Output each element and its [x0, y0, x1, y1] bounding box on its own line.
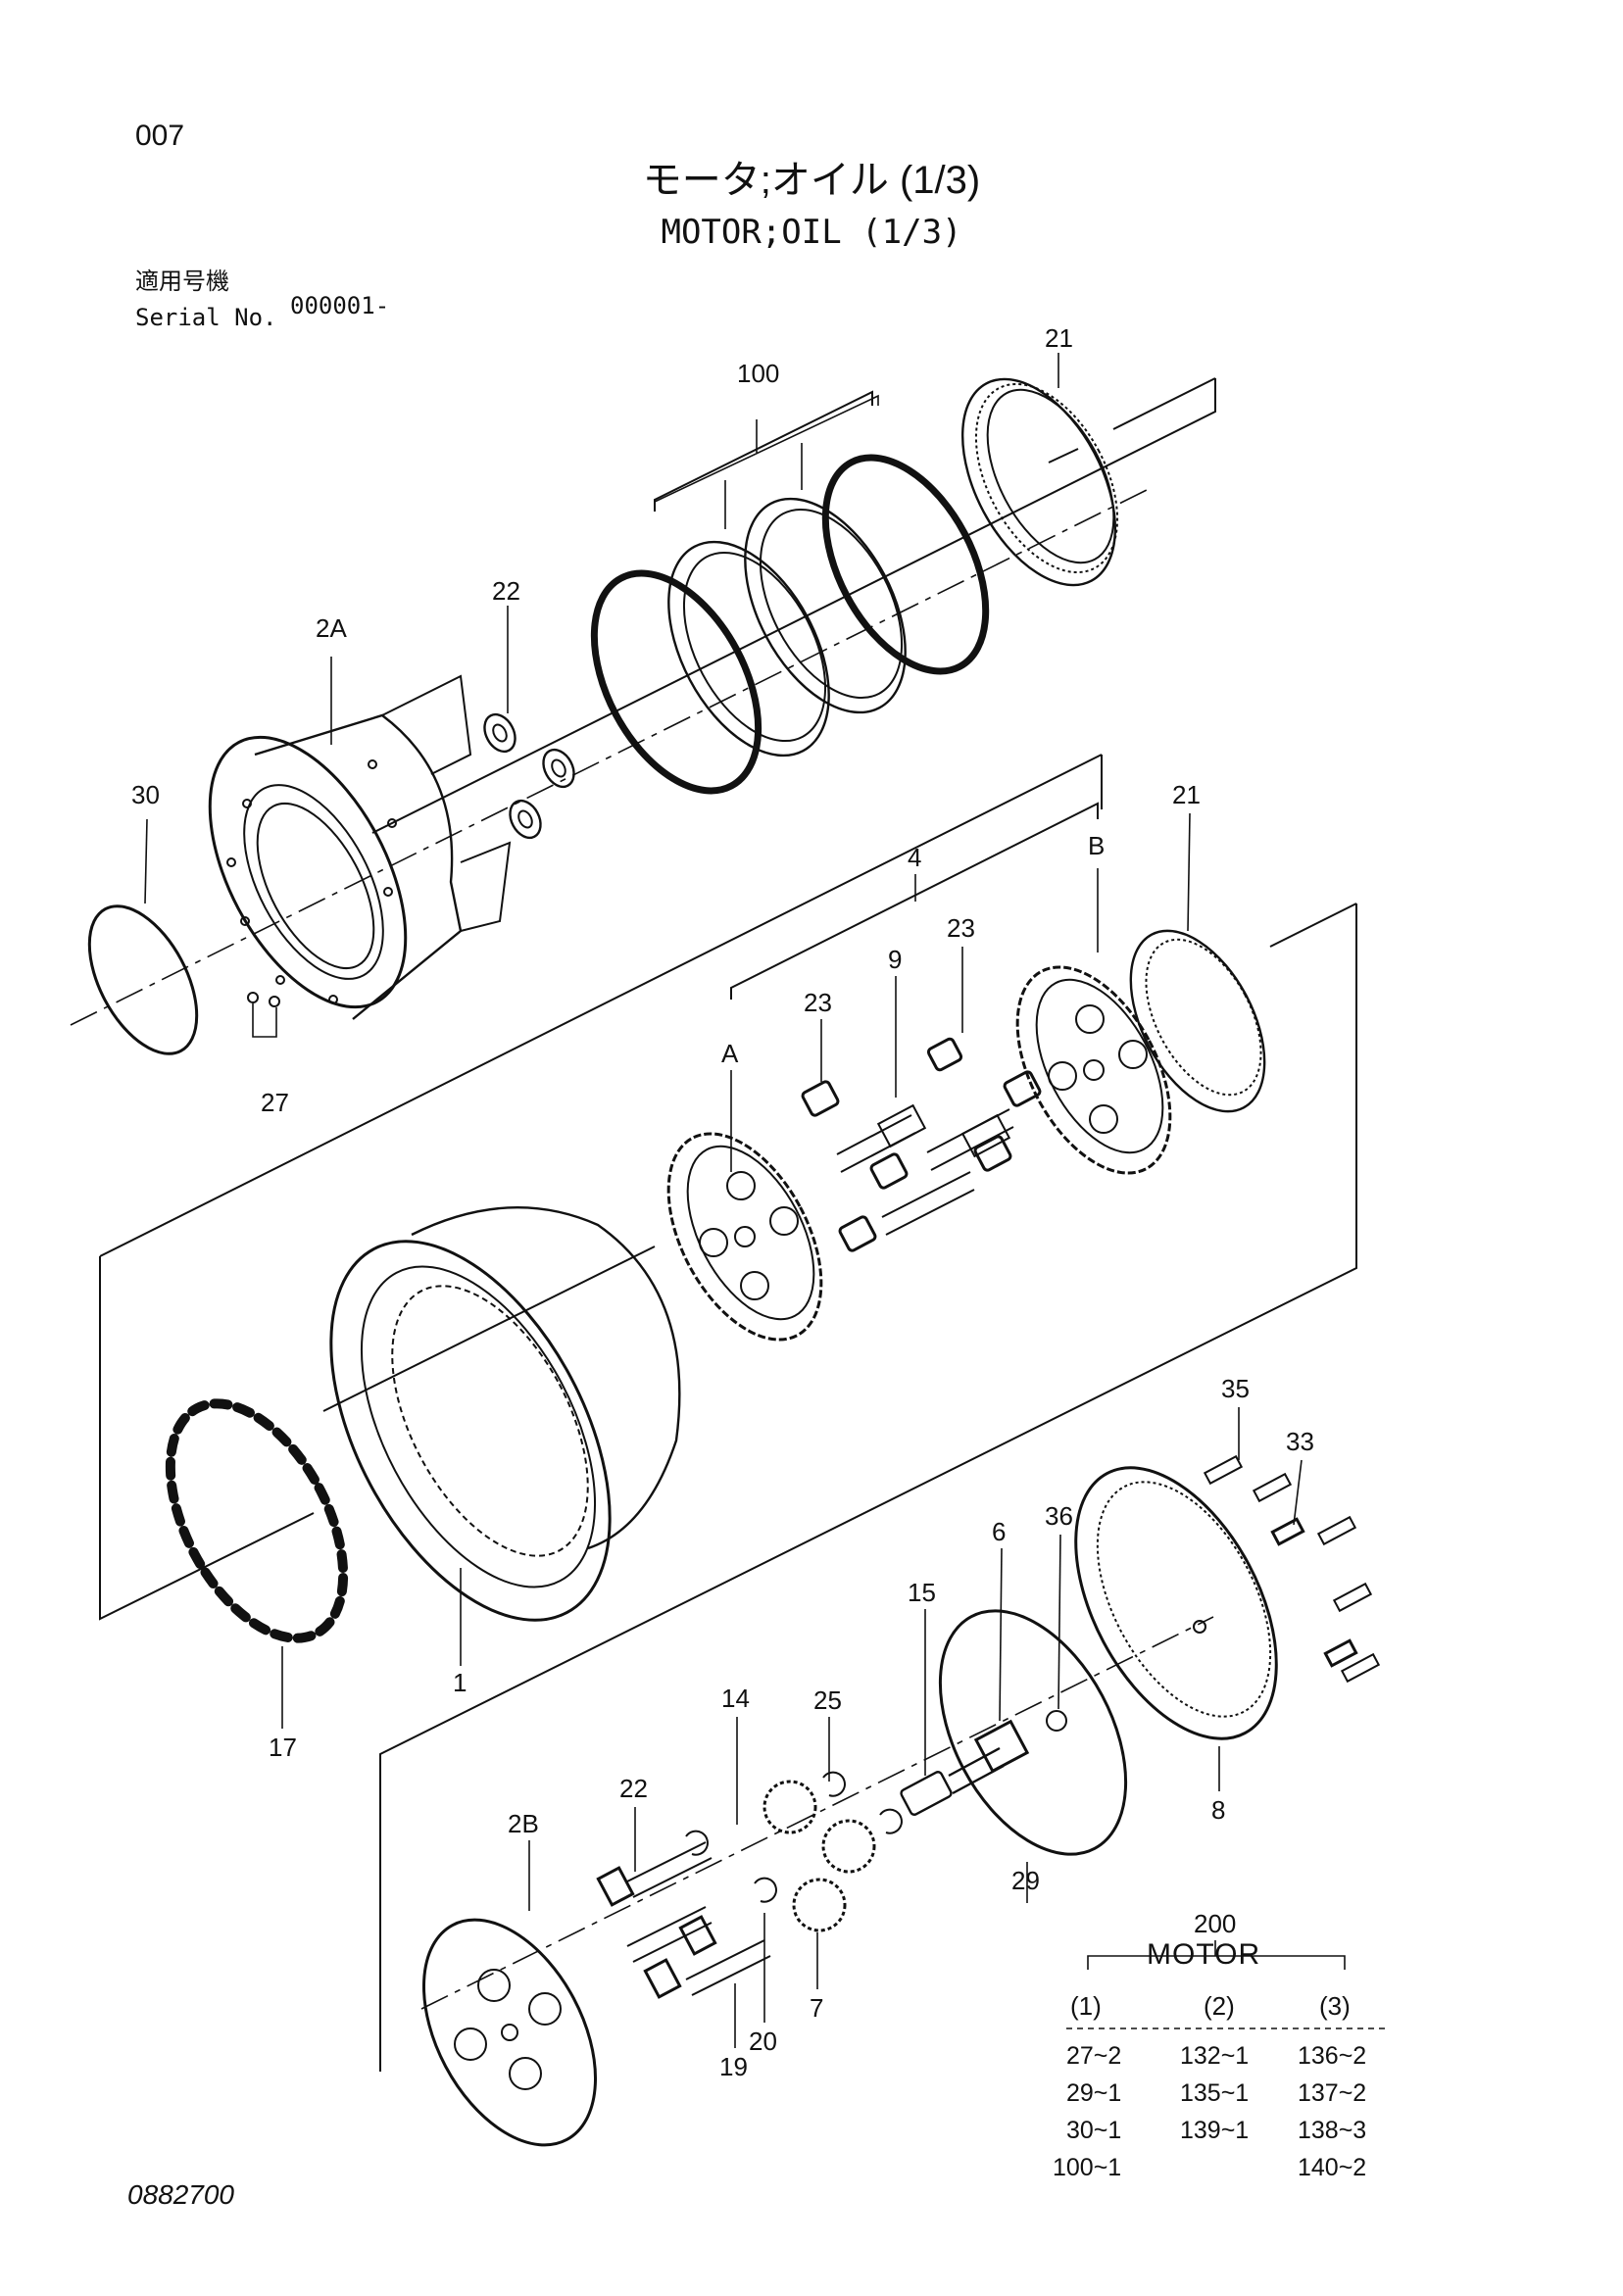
title-english: MOTOR;OIL (1/3) — [661, 213, 962, 252]
pins-19-carrier-2B — [421, 1841, 771, 2147]
bearings-22-upper — [483, 712, 575, 840]
callout-4: 4 — [908, 843, 921, 872]
callout-22-upper: 22 — [492, 576, 520, 606]
callout-7: 7 — [810, 1993, 823, 2023]
coupling-15 — [900, 1771, 953, 1816]
leader-lines — [144, 353, 1303, 2048]
o-ring-29 — [938, 1609, 1128, 1856]
callout-17: 17 — [269, 1733, 297, 1762]
callout-23-right: 23 — [947, 913, 975, 943]
callout-8: 8 — [1211, 1795, 1225, 1825]
drawing-number: 0882700 — [127, 2179, 235, 2210]
callout-22-lower: 22 — [619, 1774, 648, 1803]
carrier-4-gear-A — [666, 1132, 823, 1342]
bolts-35-33 — [1203, 1454, 1381, 1684]
kit-column-3: (3) — [1319, 1991, 1351, 2021]
sun-gear-6 — [948, 1719, 1030, 1795]
callout-1: 1 — [453, 1668, 467, 1697]
callout-33: 33 — [1286, 1427, 1314, 1456]
group-box-middle — [99, 754, 1357, 2072]
callout-30: 30 — [131, 780, 160, 809]
callout-B: B — [1088, 831, 1105, 860]
kit-cell: 30~1 — [1066, 2117, 1122, 2144]
housing-2A — [208, 674, 512, 1020]
bearing-21-middle — [1129, 929, 1266, 1113]
kit-cell: 132~1 — [1180, 2042, 1250, 2070]
callout-20: 20 — [749, 2027, 777, 2056]
kit-column-1: (1) — [1070, 1991, 1102, 2021]
callout-25: 25 — [813, 1685, 842, 1715]
callout-200: 200 — [1194, 1909, 1236, 1938]
callout-27: 27 — [261, 1088, 289, 1117]
page-code: 007 — [135, 120, 185, 152]
bearing-21-upper — [960, 377, 1119, 587]
serial-number-value: 000001- — [290, 292, 390, 319]
kit-cell: 140~2 — [1298, 2154, 1367, 2181]
callout-100: 100 — [737, 359, 779, 388]
kit-cell: 139~1 — [1180, 2117, 1250, 2144]
callout-9: 9 — [888, 945, 902, 974]
callout-23-left: 23 — [804, 988, 832, 1017]
callout-2B: 2B — [508, 1809, 539, 1838]
axis-line-upper — [70, 489, 1148, 1026]
planet-gears-7 — [762, 1780, 876, 1932]
ring-gear-housing-1 — [329, 1206, 681, 1622]
planet-shafts-9 — [836, 1103, 1014, 1236]
callout-21-upper: 21 — [1045, 323, 1073, 353]
cover-8 — [1074, 1466, 1278, 1740]
needle-bearings-23 — [801, 1037, 1042, 1252]
kit-cell: 136~2 — [1298, 2042, 1367, 2070]
callout-19: 19 — [719, 2052, 748, 2081]
callout-labels: 100 21 22 2A 30 27 21 B 4 23 9 23 A 1 17… — [131, 323, 1314, 2081]
kit-cell: 135~1 — [1180, 2079, 1250, 2107]
seal-kit-100 — [590, 454, 990, 795]
kit-cell: 29~1 — [1066, 2079, 1122, 2107]
kit-cell: 100~1 — [1053, 2154, 1122, 2181]
kit-bracket-200 — [1066, 1940, 1390, 2029]
callout-21-middle: 21 — [1172, 780, 1201, 809]
callout-A: A — [721, 1039, 739, 1068]
callout-15: 15 — [908, 1578, 936, 1607]
ball-36 — [1046, 1710, 1067, 1732]
kit-cell: 138~3 — [1298, 2117, 1367, 2144]
pins-27 — [247, 992, 280, 1038]
kit-cell: 27~2 — [1066, 2042, 1122, 2070]
kit-cell: 137~2 — [1298, 2079, 1367, 2107]
callout-14: 14 — [721, 1684, 750, 1713]
callout-6: 6 — [992, 1517, 1006, 1546]
carrier-gear-B — [1015, 965, 1172, 1175]
callout-36: 36 — [1045, 1501, 1073, 1531]
kit-column-2: (2) — [1204, 1991, 1235, 2021]
snap-rings-25 — [685, 1771, 903, 1903]
serial-label-english: Serial No. — [135, 304, 277, 331]
callout-35: 35 — [1221, 1374, 1250, 1403]
title-japanese: モータ;オイル (1/3) — [642, 159, 981, 202]
callout-2A: 2A — [316, 613, 347, 643]
axis-line-lower — [420, 1616, 1214, 2010]
o-ring-30 — [87, 904, 199, 1055]
rollers-17 — [165, 1398, 349, 1643]
callout-29: 29 — [1011, 1866, 1040, 1895]
kit-table-title: MOTOR — [1147, 1938, 1261, 1971]
serial-label-japanese: 適用号機 — [135, 269, 229, 295]
